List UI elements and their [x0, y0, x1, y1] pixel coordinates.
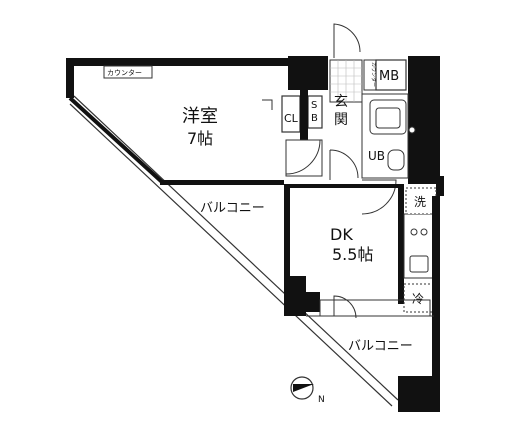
western-room-label: 洋室: [182, 106, 218, 127]
cl-door-frame: [285, 139, 323, 177]
right-outer-wall: [408, 56, 440, 184]
sb-label-b: B: [311, 113, 318, 124]
right-pillar-low: [436, 176, 444, 196]
fridge-label: 冷: [412, 292, 424, 306]
right-lower-wall: [432, 196, 440, 316]
balcony-lower-label: バルコニー: [348, 339, 413, 354]
entrance-inner-door: [329, 149, 359, 180]
unit-bath: [361, 93, 416, 179]
entrance-label-2: 関: [334, 112, 348, 128]
western-door-swing: [262, 99, 273, 110]
counter-box: [103, 65, 153, 79]
washer-box: [405, 187, 437, 215]
mb-box: [375, 59, 407, 91]
closet-block: [281, 95, 323, 133]
dk-walls: [284, 184, 404, 316]
dk-size: 5.5帖: [332, 245, 373, 264]
cl-door-swing: [285, 139, 321, 175]
cl-label: CL: [284, 112, 299, 125]
entrance-hatch: [329, 59, 363, 103]
pillar-top: [288, 56, 328, 90]
ub-label: UB: [368, 149, 385, 163]
shoe-cabinet-label: カウンター: [370, 62, 377, 87]
right-bottom-wall: [432, 312, 440, 412]
kitchen-counter: [403, 213, 435, 279]
sb-label-s: S: [311, 100, 317, 111]
compass: N: [290, 376, 325, 405]
dk-label: DK: [330, 225, 353, 244]
balcony-outer-edge: [69, 95, 399, 407]
western-room-size: 7帖: [187, 129, 213, 148]
entrance-door-swing: [333, 23, 361, 58]
mb-label: MB: [379, 69, 399, 84]
counter-label: カウンター: [107, 68, 142, 77]
balcony-upper-label: バルコニー: [200, 201, 265, 216]
compass-letter: N: [318, 395, 325, 405]
bottom-pillar: [398, 376, 440, 412]
washer-label: 洗: [414, 195, 426, 209]
ub-door-swing: [361, 179, 397, 215]
western-room-walls: [66, 58, 288, 185]
dk-door-swing: [333, 295, 357, 319]
closet-wall: [300, 90, 308, 140]
entrance-label-1: 玄: [334, 93, 348, 110]
